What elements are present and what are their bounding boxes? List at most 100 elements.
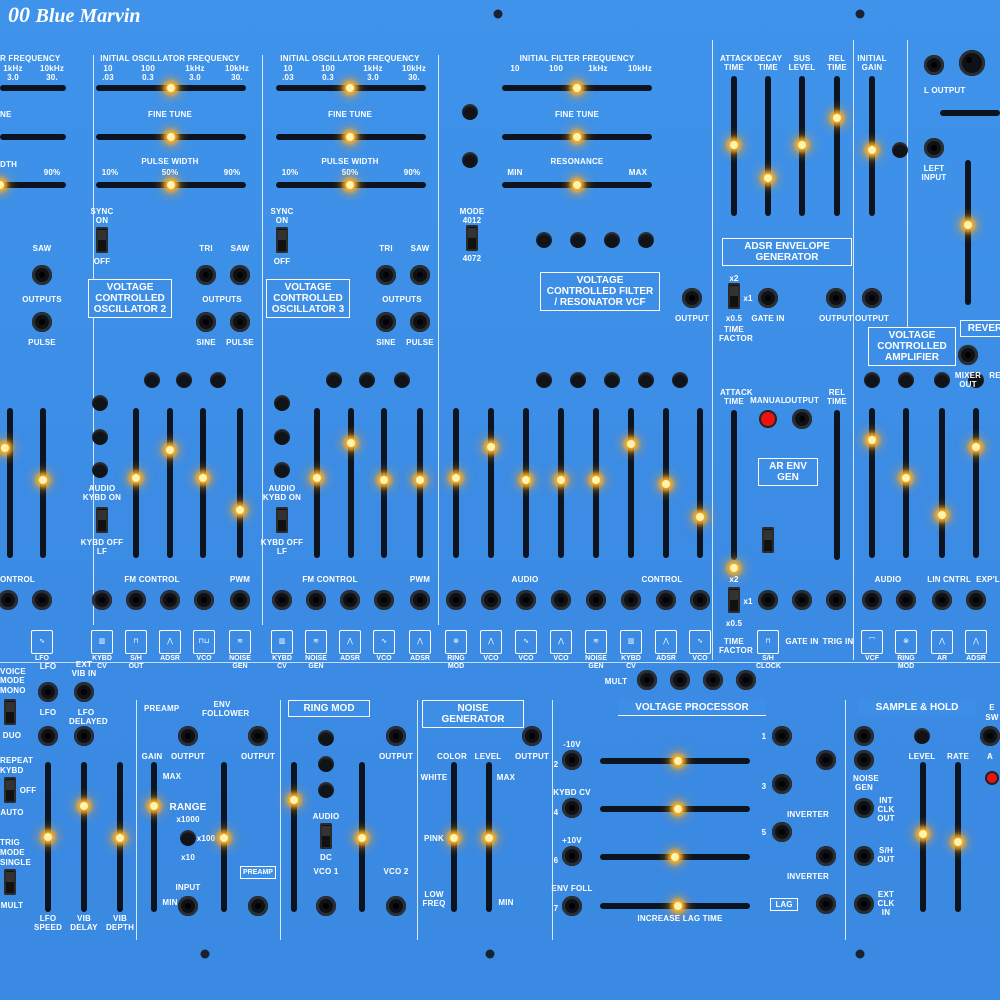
preamp-output-jack[interactable] [178,726,198,746]
vco2-tri-jack[interactable] [196,265,216,285]
audio-knob[interactable] [92,462,108,478]
vco2-sync-switch[interactable] [96,227,108,253]
trig-mode-switch[interactable] [4,869,16,895]
mod-jack[interactable] [340,590,360,610]
vproc-input-jack[interactable] [562,896,582,916]
vco3-kybd-switch[interactable] [276,507,288,533]
mod-knob[interactable] [968,372,984,388]
vproc-out-jack[interactable] [772,774,792,794]
mod-jack[interactable] [126,590,146,610]
mod-jack[interactable] [92,590,112,610]
ring-mod-slider[interactable] [291,762,297,912]
l-output-jack[interactable] [959,50,985,76]
vib-delay-slider[interactable] [81,762,87,912]
ar-manual-button[interactable] [761,412,775,426]
repeat-switch[interactable] [4,777,16,803]
env-input-jack[interactable] [248,896,268,916]
sh-knob[interactable] [914,728,930,744]
sh-noise-jack[interactable] [854,750,874,770]
vproc-lag-out-jack[interactable] [816,894,836,914]
vproc-input-jack[interactable] [562,846,582,866]
lfo-jack[interactable] [38,682,58,702]
vcf-output-jack[interactable] [682,288,702,308]
mod-jack[interactable] [374,590,394,610]
vco1-pulse-jack[interactable] [32,312,52,332]
vproc-out-jack[interactable] [816,750,836,770]
vca-mod-slider[interactable] [939,408,945,558]
vco1-fm-slider-1[interactable] [7,408,13,558]
mod-jack[interactable] [230,590,250,610]
mod-knob[interactable] [394,372,410,388]
mod-jack[interactable] [586,590,606,610]
mod-jack[interactable] [272,590,292,610]
mod-jack[interactable] [516,590,536,610]
ar-output-jack[interactable] [792,409,812,429]
mod-jack[interactable] [862,590,882,610]
vcf-knob[interactable] [462,152,478,168]
mod-jack[interactable] [0,590,18,610]
vproc-input-jack[interactable] [562,750,582,770]
vco3-sine-jack[interactable] [376,312,396,332]
ring-mod-knob[interactable] [318,782,334,798]
mod-knob[interactable] [570,372,586,388]
mod-jack[interactable] [32,590,52,610]
adsr-release-slider[interactable] [834,76,840,216]
voice-mode-switch[interactable] [4,699,16,725]
mod-jack[interactable] [932,590,952,610]
audio-knob[interactable] [274,462,290,478]
adsr-time-factor-switch[interactable] [728,283,740,309]
mod-knob[interactable] [359,372,375,388]
vproc-out-jack[interactable] [816,846,836,866]
ar-sh-clock-jack[interactable] [758,590,778,610]
vco2-kybd-switch[interactable] [96,507,108,533]
ar-switch[interactable] [762,527,774,553]
vco1-freq-slider[interactable] [0,85,66,91]
mod-jack[interactable] [690,590,710,610]
ar-attack-slider[interactable] [731,410,737,560]
vcf-knob[interactable] [604,232,620,248]
mixer-out-jack[interactable] [958,345,978,365]
sh-int-clk-jack[interactable] [854,798,874,818]
vcf-knob[interactable] [570,232,586,248]
mult-jack[interactable] [703,670,723,690]
vco3-tri-jack[interactable] [376,265,396,285]
vco2-fm-slider[interactable] [200,408,206,558]
vca-output-jack[interactable] [862,288,882,308]
lfo-delayed-jack[interactable] [74,726,94,746]
ring-mod-knob[interactable] [318,756,334,772]
mod-knob[interactable] [144,372,160,388]
vco1-saw-jack[interactable] [32,265,52,285]
mod-jack[interactable] [481,590,501,610]
ar-release-slider[interactable] [834,410,840,560]
vcf-knob[interactable] [638,232,654,248]
sh-out-jack[interactable] [854,846,874,866]
sh-jack[interactable] [980,726,1000,746]
vcf-mode-switch[interactable] [466,225,478,251]
vco2-pwm-slider[interactable] [237,408,243,558]
left-input-jack[interactable] [924,138,944,158]
mod-knob[interactable] [898,372,914,388]
vcf-knob[interactable] [536,232,552,248]
vproc-input-jack[interactable] [562,798,582,818]
mod-jack[interactable] [306,590,326,610]
lfo-jack-2[interactable] [38,726,58,746]
vco3-fm-slider[interactable] [348,408,354,558]
mult-jack[interactable] [637,670,657,690]
output-jack[interactable] [924,55,944,75]
vca-mod-slider[interactable] [973,408,979,558]
audio-knob[interactable] [274,429,290,445]
vproc-out-jack[interactable] [772,822,792,842]
ring-mod-output-jack[interactable] [386,726,406,746]
adsr-gate-in-jack[interactable] [758,288,778,308]
noise-output-jack[interactable] [522,726,542,746]
output-slider[interactable] [940,110,1000,116]
ar-gate-in-jack[interactable] [792,590,812,610]
vco3-fm-slider[interactable] [314,408,320,558]
mod-knob[interactable] [672,372,688,388]
mod-knob[interactable] [210,372,226,388]
adsr-output-jack[interactable] [826,288,846,308]
ext-vib-in-jack[interactable] [74,682,94,702]
vproc-out-jack[interactable] [772,726,792,746]
preamp-input-jack[interactable] [178,896,198,916]
reverb-slider[interactable] [965,160,971,305]
